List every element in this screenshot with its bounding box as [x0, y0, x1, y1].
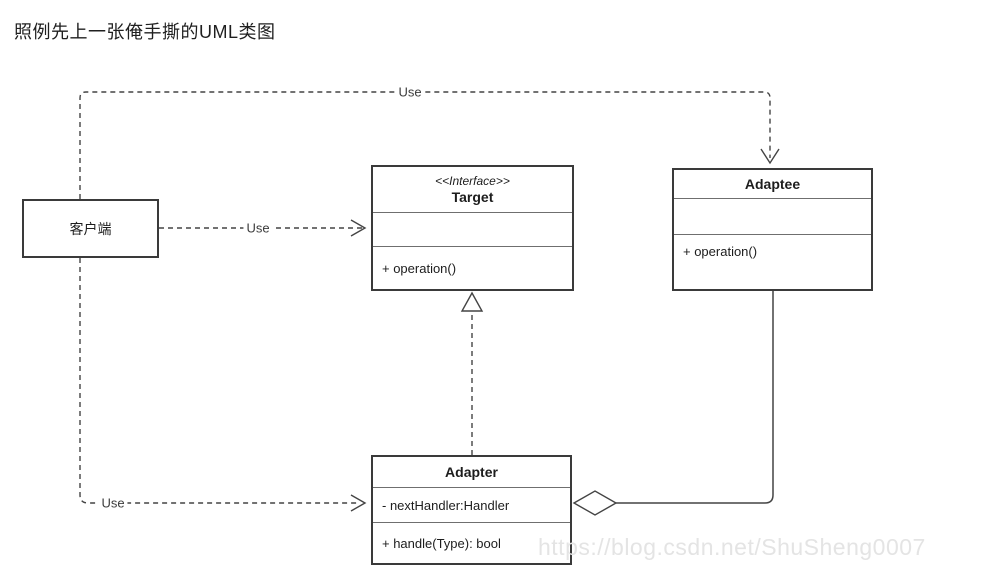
aggregation-edge-adapter-adaptee [616, 291, 774, 504]
attributes-compartment: - nextHandler:Handler [373, 487, 570, 522]
open-arrowhead-right-icon [350, 494, 367, 512]
watermark-text: https://blog.csdn.net/ShuSheng0007 [538, 534, 926, 560]
open-arrowhead-right-icon [350, 219, 367, 237]
class-header: Adapter [373, 457, 570, 487]
class-box-client: 客户端 [22, 199, 159, 258]
class-name: Adaptee [744, 176, 801, 192]
use-label-bottom: Use [98, 495, 128, 511]
open-arrowhead-down-icon [760, 148, 780, 165]
operation-label: + operation() [683, 244, 758, 259]
attribute-label: - nextHandler:Handler [382, 497, 510, 513]
class-name: 客户端 [69, 220, 112, 237]
class-box-adaptee: Adaptee + operation() [672, 168, 873, 291]
operations-compartment: + handle(Type): bool [373, 522, 570, 563]
operations-compartment: + operation() [674, 234, 871, 289]
operations-compartment: + operation() [373, 246, 572, 289]
stereotype-label: <<Interface>> [435, 174, 510, 188]
operation-label: + operation() [382, 260, 457, 276]
use-label-middle: Use [243, 220, 273, 236]
use-label-top: Use [395, 84, 425, 100]
class-name: Target [451, 189, 494, 205]
page-title: 照例先上一张俺手撕的UML类图 [14, 22, 276, 42]
operation-label: + handle(Type): bool [382, 535, 501, 551]
class-box-target: <<Interface>> Target + operation() [371, 165, 574, 291]
class-name: Adapter [445, 464, 498, 480]
attributes-compartment [674, 198, 871, 234]
use-edge-client-adapter [79, 258, 358, 504]
class-header: <<Interface>> Target [373, 167, 572, 212]
class-box-adapter: Adapter - nextHandler:Handler + handle(T… [371, 455, 572, 565]
hollow-diamond-icon [572, 490, 618, 516]
class-header: Adaptee [674, 170, 871, 198]
attributes-compartment [373, 212, 572, 246]
hollow-triangle-icon [460, 291, 484, 312]
